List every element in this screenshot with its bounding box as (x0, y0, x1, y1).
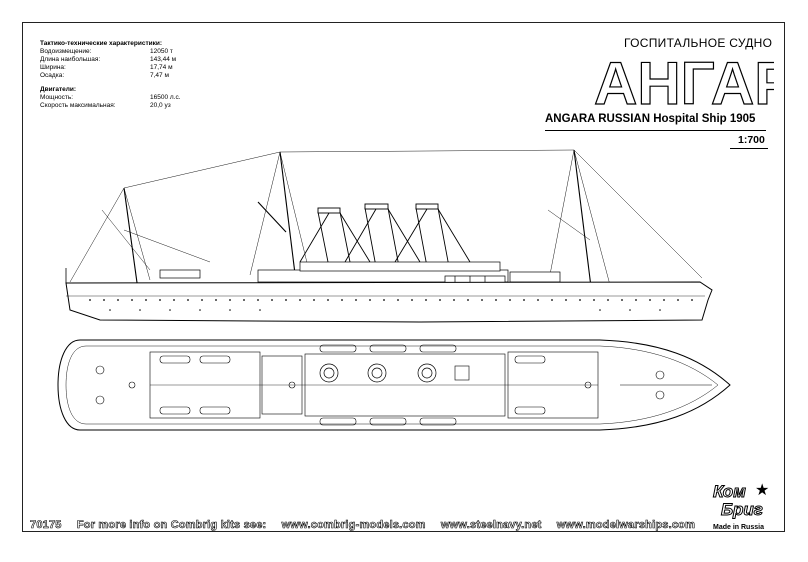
portholes (89, 299, 693, 311)
spec-value: 143,44 м (150, 56, 177, 63)
spec-label: Скорость максимальная: (40, 102, 116, 109)
engine-header: Двигатели: (40, 86, 77, 93)
website-link-steelnavy[interactable]: www.steelnavy.net (440, 519, 542, 532)
spec-row: Ширина: 17,74 м (40, 64, 200, 72)
title-underline (545, 130, 766, 131)
spec-label: Длина наибольшая: (40, 56, 101, 63)
star-icon: ★ (755, 482, 770, 499)
masts (123, 149, 593, 296)
logo-line1: Ком (713, 482, 747, 502)
ship-name-outline: АНГАРА (594, 49, 774, 110)
scale-label: 1:700 (738, 134, 765, 146)
spec-row: Мощность: 16500 л.с. (40, 94, 200, 102)
spec-value: 20,0 уз (150, 102, 171, 109)
drawing-sheet-border (22, 22, 785, 532)
ship-name-text: АНГАРА (594, 50, 774, 110)
english-title: ANGARA RUSSIAN Hospital Ship 1905 (545, 113, 756, 125)
spec-label: Ширина: (40, 64, 66, 71)
rigging-lines (69, 149, 703, 286)
kit-number: 70175 (30, 519, 62, 532)
footer-info: 70175 For more info on Combrig kits see:… (30, 519, 707, 532)
specs-header: Тактико-технические характеристики: (40, 40, 163, 47)
logo-line2: Бриг (721, 500, 764, 520)
specifications-table: Тактико-технические характеристики: Водо… (40, 40, 200, 110)
funnels (299, 203, 471, 273)
spec-row: Осадка: 7,47 м (40, 72, 200, 80)
deck-houses (149, 351, 599, 419)
spec-label: Водоизмещение: (40, 48, 92, 55)
spec-value: 16500 л.с. (150, 94, 181, 101)
spec-value: 17,74 м (150, 64, 173, 71)
spec-value: 12050 т (150, 48, 173, 55)
made-in-label: Made in Russia (713, 524, 764, 531)
website-link-modelwarships[interactable]: www.modelwarships.com (556, 519, 696, 532)
spec-label: Осадка: (40, 72, 65, 79)
spec-row: Водоизмещение: 12050 т (40, 48, 200, 56)
spec-row: Скорость максимальная: 20,0 уз (40, 102, 200, 110)
spec-label: Мощность: (40, 94, 74, 101)
website-link-combrig[interactable]: www.combrig-models.com (281, 519, 426, 532)
spec-row: Длина наибольшая: 143,44 м (40, 56, 200, 64)
hull-profile (65, 281, 713, 323)
ship-type-subtitle: ГОСПИТАЛЬНОЕ СУДНО (624, 36, 773, 50)
combrig-logo: Ком ★ Бриг Made in Russia (713, 480, 775, 536)
funnels-plan (319, 363, 437, 383)
masts-plan (95, 365, 712, 405)
boats-plan (159, 344, 546, 426)
info-text: For more info on Combrig kits see: (76, 519, 267, 532)
scale-underline (730, 148, 768, 149)
spec-value: 7,47 м (150, 72, 169, 79)
